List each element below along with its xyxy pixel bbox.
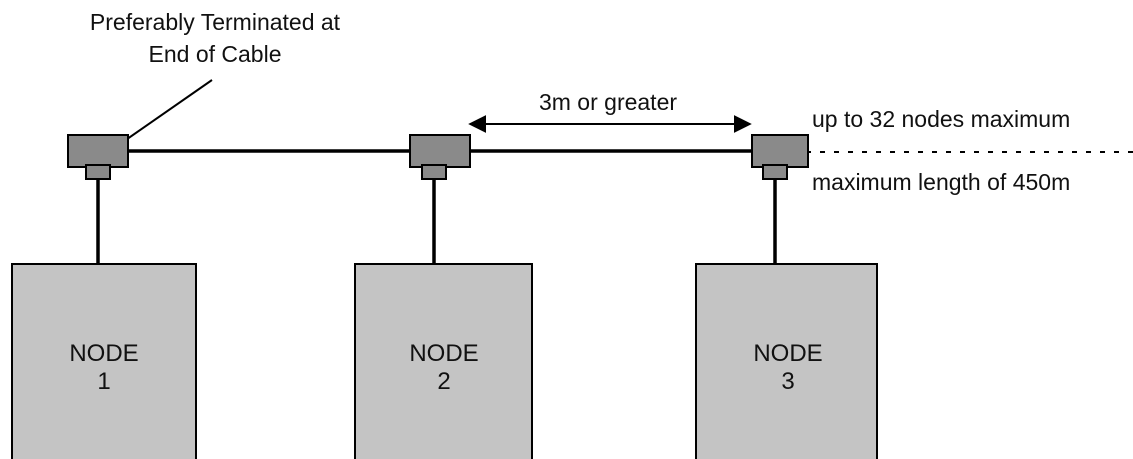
node-1-word: NODE (69, 340, 138, 367)
max-nodes-label: up to 32 nodes maximum (812, 106, 1070, 132)
node-2-box: NODE 2 (354, 263, 533, 459)
terminator-note-line2: End of Cable (149, 41, 282, 67)
spacing-label: 3m or greater (539, 89, 677, 115)
node-2-number: 2 (437, 368, 450, 395)
node-1-number: 1 (97, 368, 110, 395)
node-3-number: 3 (781, 368, 794, 395)
node-3-word: NODE (753, 340, 822, 367)
t-connector-3 (751, 134, 809, 180)
node-2-word: NODE (409, 340, 478, 367)
t-connector-1 (67, 134, 129, 180)
terminator-note-line1: Preferably Terminated at (90, 9, 341, 35)
node-3-box: NODE 3 (695, 263, 878, 459)
node-1-box: NODE 1 (11, 263, 197, 459)
max-length-label: maximum length of 450m (812, 169, 1070, 195)
t-connector-2 (409, 134, 471, 180)
